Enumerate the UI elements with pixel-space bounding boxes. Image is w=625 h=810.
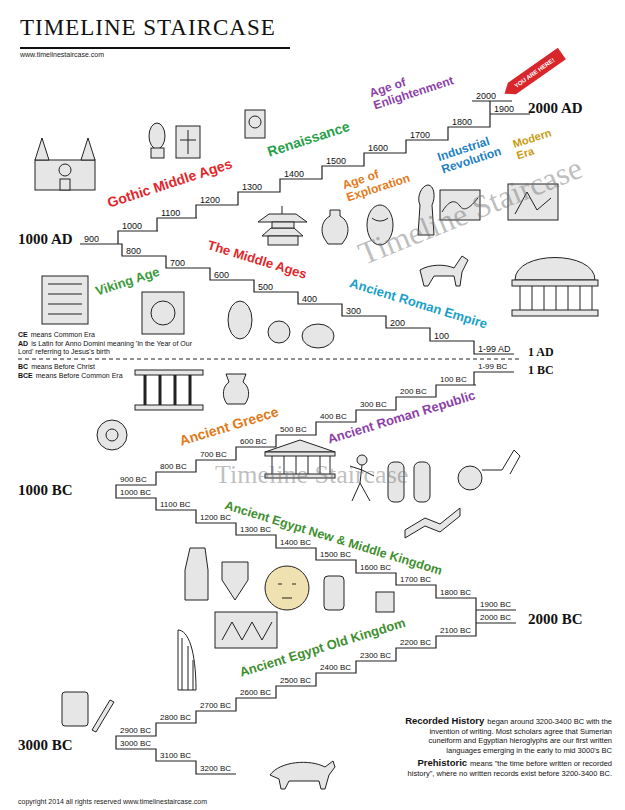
step-year: 3000 BC (120, 739, 151, 749)
era-name: Ancient Roman Empire (348, 276, 489, 331)
step-year: 1500 BC (320, 550, 351, 560)
step-year: 600 (214, 270, 229, 280)
abbreviation: AD (18, 340, 28, 347)
step-year: 400 BC (320, 412, 347, 422)
abbreviation-note: BCmeans Before Christ (18, 363, 203, 371)
step-year: 2400 BC (320, 663, 351, 673)
step-year: 1000 (122, 221, 142, 231)
step-year: 2000 BC (480, 613, 511, 623)
step-year: 800 (126, 246, 141, 256)
step-year: 2500 BC (280, 676, 311, 686)
step-year: 2800 BC (160, 713, 191, 723)
step-year: 1900 BC (480, 600, 511, 610)
step-year: 500 (258, 282, 273, 292)
era-boundary: 3000 BC (18, 736, 73, 754)
era-divider (18, 359, 520, 360)
step-year: 600 BC (240, 437, 267, 447)
abbreviation: BC (18, 363, 28, 370)
history-paragraph: Prehistoricmeans "the time before writte… (400, 758, 612, 778)
era-boundary: 2000 AD (528, 99, 583, 117)
era-name: Age of Enlightenment (368, 60, 462, 113)
step-year: 3200 BC (200, 764, 231, 774)
step-year: 1400 BC (280, 538, 311, 548)
step-year: 2000 (476, 91, 496, 101)
title: TIMELINE STAIRCASE (20, 14, 276, 42)
step-year: 2300 BC (360, 651, 391, 661)
step-year: 100 (434, 331, 449, 341)
step-year: 400 (302, 294, 317, 304)
step-year: 900 (84, 234, 99, 244)
step-year: 1200 (200, 195, 220, 205)
era-boundary: 1000 BC (18, 481, 73, 499)
note-heading: Recorded History (405, 715, 484, 726)
abbreviation: BCE (18, 372, 33, 379)
step-year: 1500 (326, 156, 346, 166)
abbreviation-meaning: is Latin for Anno Domini meaning 'In the… (18, 340, 192, 355)
step-year: 1400 (284, 169, 304, 179)
step-year: 900 BC (120, 475, 147, 485)
step-year: 1800 BC (440, 588, 471, 598)
era-name: Age of Exploration (341, 156, 423, 205)
era-boundary: 1 BC (528, 363, 554, 378)
history-paragraph: Recorded Historybegan around 3200-3400 B… (400, 716, 612, 755)
step-year: 1300 (242, 182, 262, 192)
abbreviation-meaning: means Common Era (31, 331, 95, 338)
step-year: 2700 BC (200, 701, 231, 711)
step-year: 2900 BC (120, 726, 151, 736)
step-year: 1-99 AD (478, 344, 511, 354)
step-year: 3100 BC (160, 751, 191, 761)
step-year: 1-99 BC (478, 362, 507, 372)
title-rule (20, 47, 290, 49)
step-year: 1100 (161, 208, 180, 218)
note-heading: Prehistoric (417, 757, 467, 768)
step-year: 2200 BC (400, 638, 431, 648)
website-url: www.timelinestaircase.com (20, 51, 104, 59)
era-boundary: 1000 AD (18, 230, 73, 248)
step-year: 1100 BC (160, 500, 191, 510)
step-year: 1700 BC (400, 575, 431, 585)
step-year: 1900 (494, 104, 514, 114)
step-year: 500 BC (280, 425, 307, 435)
watermark: Timeline Staircase (215, 460, 408, 490)
step-year: 1300 BC (240, 525, 271, 535)
history-note: Recorded Historybegan around 3200-3400 B… (400, 716, 612, 778)
abbreviation-meaning: means Before Christ (31, 363, 95, 370)
abbreviation-note: CEmeans Common Era (18, 331, 203, 339)
era-boundary: 2000 BC (528, 610, 583, 628)
abbreviation-note: ADis Latin for Anno Domini meaning 'In t… (18, 340, 203, 356)
step-year: 1800 (452, 117, 472, 127)
step-year: 100 BC (440, 375, 467, 385)
step-year: 2100 BC (440, 626, 471, 636)
copyright: copyright 2014 all rights reserved www.t… (18, 798, 207, 806)
step-year: 1200 BC (200, 513, 231, 523)
step-year: 700 BC (200, 450, 227, 460)
era-name: Ancient Egypt New & Middle Kingdom (223, 499, 444, 578)
step-year: 1700 (410, 130, 430, 140)
you-are-here-text: YOU ARE HERE! (513, 57, 556, 90)
abbreviation-meaning: means Before Common Era (36, 372, 123, 379)
era-boundary: 1 AD (528, 345, 554, 360)
step-year: 200 BC (400, 387, 427, 397)
step-year: 300 (346, 306, 361, 316)
abbreviation-note: BCEmeans Before Common Era (18, 372, 203, 380)
step-year: 200 (390, 318, 405, 328)
era-name: Renaissance (266, 118, 352, 159)
abbreviation: CE (18, 331, 28, 338)
step-year: 1000 BC (120, 488, 151, 498)
you-are-here-arrow (500, 48, 565, 100)
step-year: 1600 BC (360, 563, 391, 573)
step-year: 800 BC (160, 462, 187, 472)
era-name: Industrial Revolution (436, 131, 507, 176)
history-pictures (35, 110, 598, 789)
step-year: 700 (170, 258, 185, 268)
step-year: 300 BC (360, 400, 387, 410)
step-year: 2600 BC (240, 688, 271, 698)
step-year: 1600 (368, 143, 388, 153)
